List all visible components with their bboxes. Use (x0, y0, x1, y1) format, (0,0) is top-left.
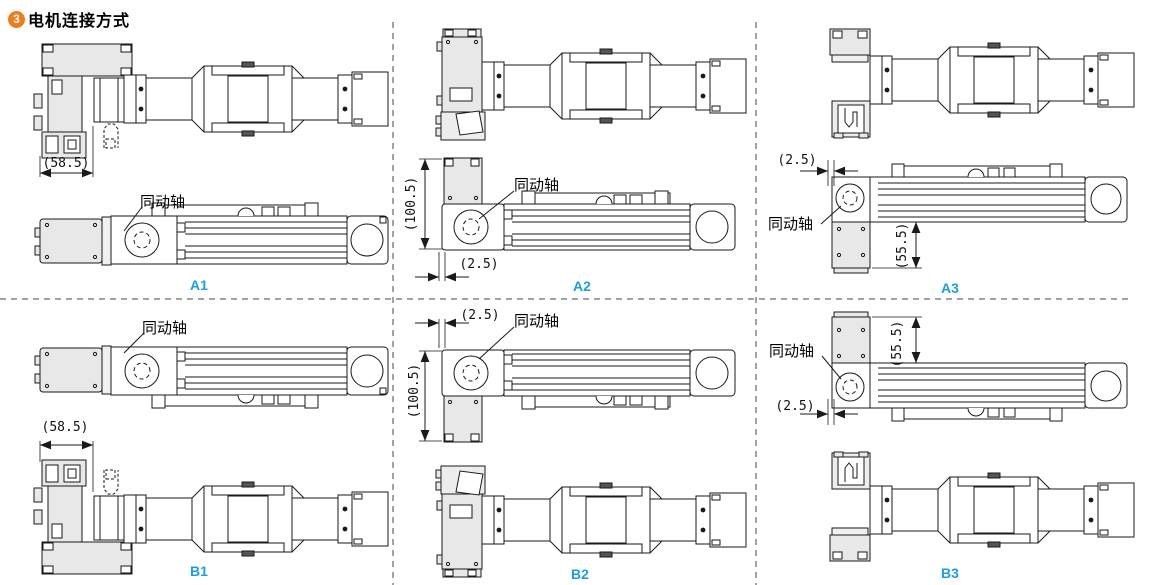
panel-label-b2: B2 (571, 566, 589, 582)
b2-top-view-drawing (436, 466, 746, 577)
panel-dividers (0, 22, 1130, 585)
section-header: 3 电机连接方式 (8, 7, 130, 31)
panel-label-a2: A2 (573, 278, 591, 294)
dim-label-a3-height: (55.5) (895, 222, 910, 270)
b3-side-view-drawing (800, 312, 1127, 425)
dim-label-b3-offset: (2.5) (775, 399, 815, 414)
shaft-label-b3: 同动轴 (769, 343, 815, 360)
a2-top-view-drawing (436, 29, 746, 140)
panel-label-a1: A1 (190, 277, 208, 293)
a3-side-view-drawing (800, 160, 1127, 273)
dim-label-a2-offset: (2.5) (459, 257, 499, 272)
dim-label-b1-width: (58.5) (41, 420, 89, 435)
dim-label-b3-height: (55.5) (890, 320, 905, 368)
shaft-label-a1: 同动轴 (140, 194, 186, 211)
a3-top-view-drawing (830, 29, 1134, 138)
b1-top-view-drawing (34, 441, 388, 574)
shaft-leader-lines (123, 190, 842, 380)
b3-top-view-drawing (830, 452, 1134, 561)
dim-label-a2-height: (100.5) (404, 176, 419, 232)
shaft-label-a2: 同动轴 (514, 177, 560, 194)
b2-side-view-drawing (415, 319, 735, 442)
panel-label-a3: A3 (941, 280, 959, 296)
shaft-label-b2: 同动轴 (514, 313, 560, 330)
a1-side-view-drawing (34, 202, 389, 266)
dim-label-a3-offset: (2.5) (777, 153, 817, 168)
section-title: 电机连接方式 (28, 13, 131, 30)
panel-label-b1: B1 (190, 563, 208, 579)
dim-label-b2-offset: (2.5) (460, 308, 500, 323)
dim-label-b2-height: (100.5) (407, 363, 422, 419)
dim-label-a1-width: (58.5) (42, 156, 90, 171)
shaft-label-a3: 同动轴 (768, 216, 814, 233)
b1-side-view-drawing (34, 345, 389, 409)
shaft-label-b1: 同动轴 (142, 320, 188, 337)
panel-label-b3: B3 (941, 565, 959, 581)
section-number-badge: 3 (8, 10, 25, 28)
